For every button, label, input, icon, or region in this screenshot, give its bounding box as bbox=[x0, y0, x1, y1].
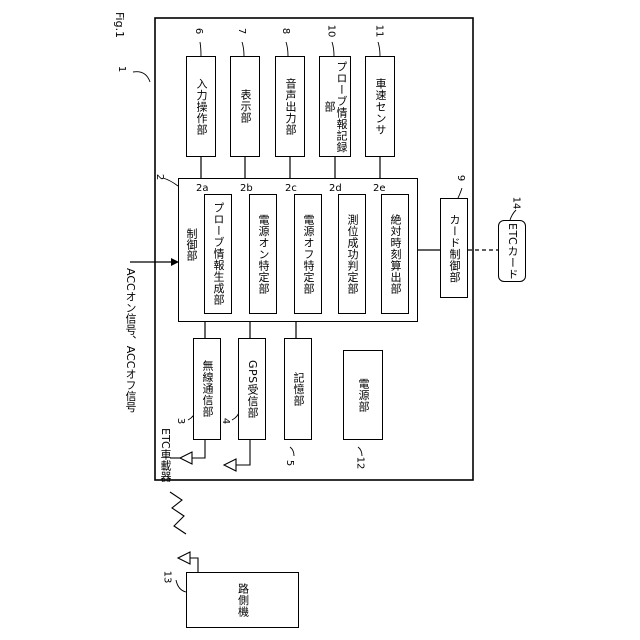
block-probe-record: プローブ情報記録部 bbox=[319, 56, 351, 157]
block-wireless-ref: 3 bbox=[175, 418, 185, 424]
block-speed-sensor-ref: 11 bbox=[373, 25, 383, 38]
block-storage: 記憶部 bbox=[284, 338, 312, 440]
block-speed-sensor: 車速センサ bbox=[365, 56, 395, 157]
block-display-ref: 7 bbox=[236, 28, 246, 34]
block-power-ref: 12 bbox=[354, 457, 364, 470]
block-wireless-comm: 無線通信部 bbox=[193, 338, 221, 440]
signal-label: ACCオン信号、ACCオフ信号 bbox=[125, 268, 136, 412]
subunit-positioning-judge: 測位成功判定部 bbox=[338, 194, 366, 314]
wireless-link-icon bbox=[170, 492, 186, 534]
subunit-2d-ref: 2d bbox=[329, 183, 342, 194]
block-storage-ref: 5 bbox=[284, 460, 294, 466]
subunit-probe-generation: プローブ情報生成部 bbox=[204, 194, 232, 314]
subunit-absolute-time: 絶対時刻算出部 bbox=[381, 194, 409, 314]
antenna-gps bbox=[224, 440, 250, 471]
card-control-block: カード制御部 bbox=[440, 198, 468, 298]
controller-ref: 2 bbox=[154, 174, 164, 180]
block-gps-receiver: GPS受信部 bbox=[238, 338, 266, 440]
block-power-supply: 電源部 bbox=[343, 350, 383, 440]
roadside-unit-block: 路側機 bbox=[186, 572, 299, 628]
top-connectors bbox=[201, 157, 380, 178]
etc-card-block: ETCカード bbox=[498, 220, 526, 282]
block-audio-ref: 8 bbox=[280, 28, 290, 34]
subunit-2c-ref: 2c bbox=[285, 183, 297, 194]
subunit-2e-ref: 2e bbox=[373, 183, 386, 194]
block-gps-ref: 4 bbox=[220, 418, 230, 424]
subunit-power-off-detect: 電源オフ特定部 bbox=[294, 194, 322, 314]
antenna-wireless bbox=[170, 440, 205, 464]
etc-card-ref: 14 bbox=[510, 197, 520, 210]
figure-label: Fig.1 bbox=[114, 12, 125, 38]
antenna-roadside bbox=[178, 552, 198, 572]
block-audio-output: 音声出力部 bbox=[275, 56, 305, 157]
roadside-ref: 13 bbox=[161, 571, 171, 584]
card-control-ref: 9 bbox=[455, 175, 465, 181]
block-probe-record-ref: 10 bbox=[325, 25, 335, 38]
subunit-2b-ref: 2b bbox=[240, 183, 253, 194]
subunit-power-on-detect: 電源オン特定部 bbox=[249, 194, 277, 314]
block-input-ref: 6 bbox=[193, 28, 203, 34]
block-display: 表示部 bbox=[230, 56, 260, 157]
bottom-connectors bbox=[205, 322, 296, 338]
block-input-operation: 入力操作部 bbox=[186, 56, 216, 157]
subunit-2a-ref: 2a bbox=[196, 183, 209, 194]
device-ref: 1 bbox=[116, 66, 126, 72]
controller-label: 制御部 bbox=[186, 228, 197, 261]
device-label: ETC車載器 bbox=[160, 428, 171, 482]
